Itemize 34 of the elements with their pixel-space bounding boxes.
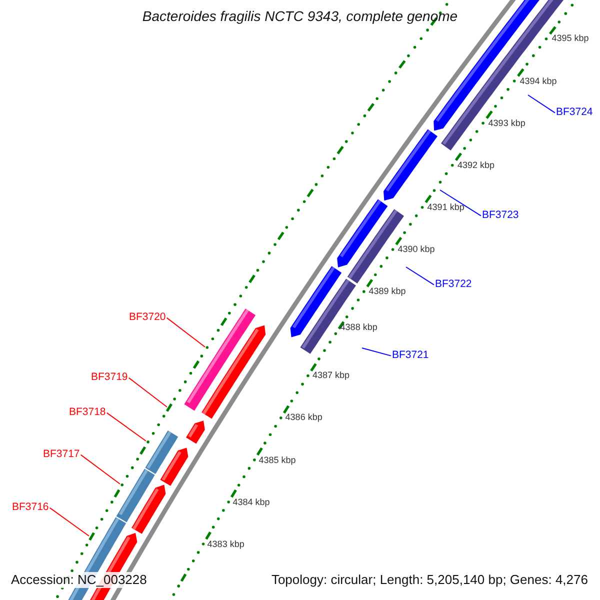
leader-line <box>406 266 434 286</box>
leader-line <box>49 507 90 536</box>
leader-line <box>80 454 120 484</box>
gene-label: BF3719 <box>91 372 128 384</box>
scale-label: 4394 kbp <box>520 76 557 86</box>
scale-label: 4385 kbp <box>258 456 296 466</box>
scale-label: 4387 kbp <box>312 371 350 382</box>
leader-line <box>440 190 482 216</box>
scale-label: 4390 kbp <box>398 245 435 255</box>
gene-label: BF3720 <box>129 312 166 324</box>
footer-text: Topology: circular; Length: 5,205,140 bp; Genes: 4,276 <box>269 572 590 588</box>
scale-label: 4389 kbp <box>368 287 406 298</box>
gene-label: BF3723 <box>482 210 519 222</box>
gene-label: BF3721 <box>392 350 429 362</box>
leader-line <box>528 94 556 114</box>
gene-label: BF3724 <box>556 107 593 119</box>
scale-label: 4383 kbp <box>207 540 244 550</box>
gene-label: BF3717 <box>43 449 80 461</box>
leader-line <box>128 377 168 408</box>
leader-line <box>166 317 206 348</box>
diagram-title: Bacteroides fragilis NCTC 9343, complete genome <box>141 9 459 24</box>
scale-label: 4386 kbp <box>285 413 322 424</box>
scale-label: 4395 kbp <box>552 34 589 44</box>
gene-label: BF3718 <box>69 407 106 419</box>
leader-line <box>362 348 392 356</box>
leader-line <box>106 412 146 442</box>
footer-text: Accession: NC_003228 <box>9 572 149 588</box>
scale-label: 4388 kbp <box>340 323 378 334</box>
scale-label: 4391 kbp <box>427 202 464 213</box>
scale-label: 4384 kbp <box>232 498 270 508</box>
gene-label: BF3716 <box>12 502 49 514</box>
scale-label: 4393 kbp <box>488 118 526 129</box>
gene-label: BF3722 <box>435 279 472 291</box>
scale-label: 4392 kbp <box>458 160 495 171</box>
